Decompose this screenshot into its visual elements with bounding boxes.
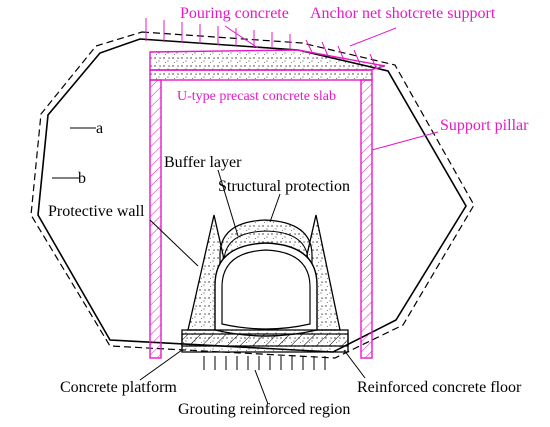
leader-buffer bbox=[217, 169, 239, 237]
label-pouring-concrete: Pouring concrete bbox=[180, 5, 289, 22]
leader-lines bbox=[52, 25, 439, 405]
leader-protective bbox=[149, 219, 199, 267]
reinforced-floor bbox=[181, 333, 349, 347]
leader-pouring bbox=[224, 25, 259, 49]
label-protective-wall: Protective wall bbox=[48, 203, 145, 220]
leader-support bbox=[371, 131, 439, 151]
pouring-concrete-area bbox=[149, 49, 386, 71]
label-structural-protection: Structural protection bbox=[218, 178, 350, 195]
u-type-slab bbox=[149, 69, 373, 81]
grouting-ticks bbox=[203, 356, 326, 370]
label-u-slab: U-type precast concrete slab bbox=[177, 89, 336, 104]
label-anchor-net: Anchor net shotcrete support bbox=[310, 5, 496, 22]
label-buffer-layer: Buffer layer bbox=[164, 154, 242, 171]
leader-structural bbox=[269, 193, 281, 223]
label-reinforced-floor: Reinforced concrete floor bbox=[357, 379, 522, 396]
tunnel-inner-outline bbox=[221, 249, 311, 330]
label-grouting-region: Grouting reinforced region bbox=[178, 401, 350, 418]
leader-grouting bbox=[254, 369, 269, 405]
label-a: a bbox=[96, 120, 103, 137]
buffer-layer bbox=[223, 230, 309, 300]
leader-floor bbox=[343, 349, 366, 379]
leader-platform bbox=[139, 349, 183, 381]
outline-b-dashed bbox=[30, 31, 475, 359]
tunnel-outer-outline bbox=[214, 242, 318, 337]
leader-anchor bbox=[349, 27, 397, 47]
label-concrete-platform: Concrete platform bbox=[60, 379, 177, 396]
support-pillar-left bbox=[149, 79, 162, 359]
label-support-pillar: Support pillar bbox=[440, 117, 529, 134]
support-pillar-right bbox=[360, 79, 373, 359]
label-b: b bbox=[78, 170, 86, 187]
